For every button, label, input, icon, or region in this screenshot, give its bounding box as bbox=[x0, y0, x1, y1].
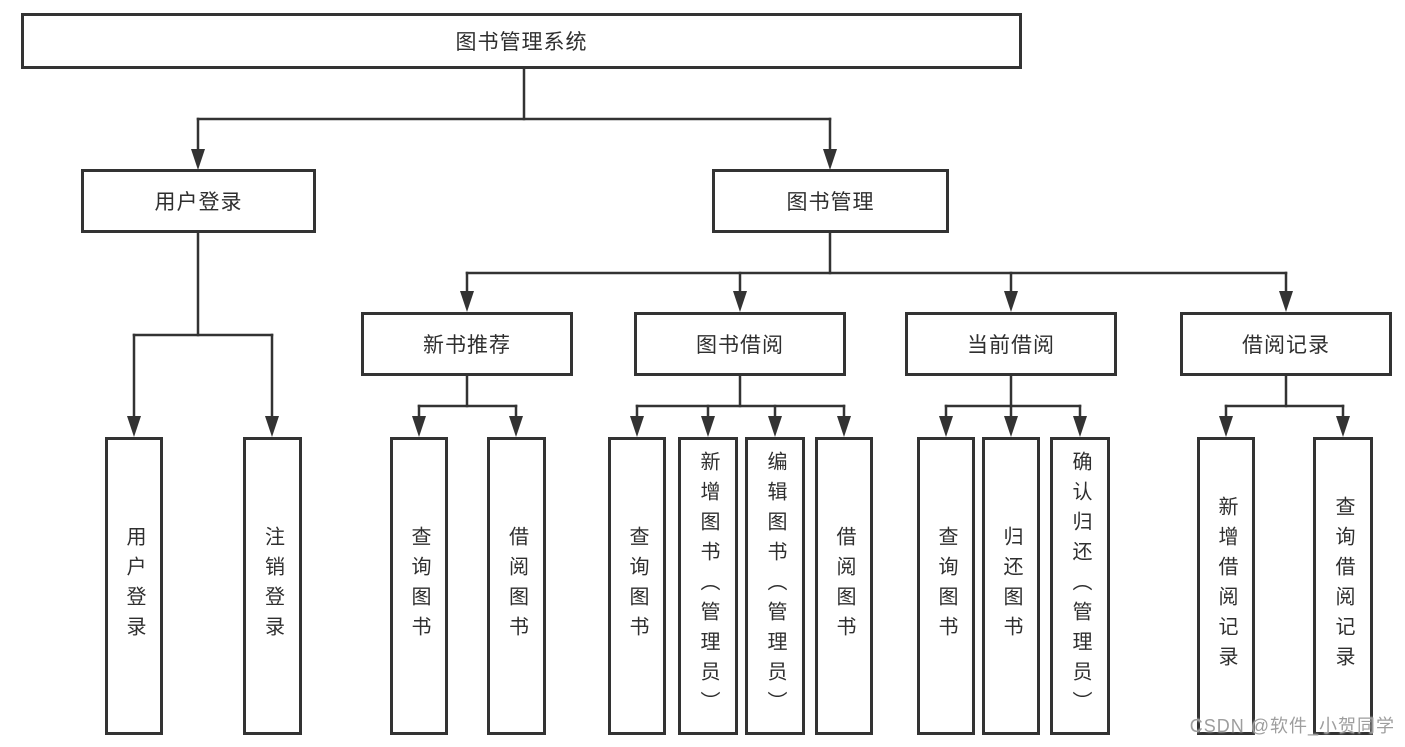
node-book-borrowing: 图书借阅 bbox=[634, 312, 846, 376]
node-user-login: 用户登录 bbox=[81, 169, 316, 233]
leaf-borrowing-add-books-admin: 新增图书（管理员） bbox=[678, 437, 738, 735]
node-current-borrowing: 当前借阅 bbox=[905, 312, 1117, 376]
leaf-logout: 注销登录 bbox=[243, 437, 302, 735]
leaf-borrowing-query-books: 查询图书 bbox=[608, 437, 666, 735]
node-label: 查询借阅记录 bbox=[1332, 496, 1354, 676]
node-label: 确认归还（管理员） bbox=[1069, 451, 1091, 721]
leaf-records-query-record: 查询借阅记录 bbox=[1313, 437, 1373, 735]
node-new-book-recommend: 新书推荐 bbox=[361, 312, 573, 376]
node-library-management-system: 图书管理系统 bbox=[21, 13, 1022, 69]
leaf-newbook-query-books: 查询图书 bbox=[390, 437, 448, 735]
node-label: 编辑图书（管理员） bbox=[764, 451, 786, 721]
node-label: 查询图书 bbox=[408, 526, 430, 646]
node-label: 归还图书 bbox=[1000, 526, 1022, 646]
leaf-current-confirm-return-admin: 确认归还（管理员） bbox=[1050, 437, 1110, 735]
node-label: 新书推荐 bbox=[423, 334, 511, 357]
node-book-management: 图书管理 bbox=[712, 169, 949, 233]
node-borrowing-records: 借阅记录 bbox=[1180, 312, 1392, 376]
node-label: 图书管理系统 bbox=[455, 31, 588, 54]
node-label: 注销登录 bbox=[261, 526, 284, 646]
leaf-newbook-borrow-books: 借阅图书 bbox=[487, 437, 546, 735]
node-label: 用户登录 bbox=[123, 526, 145, 646]
node-label: 借阅图书 bbox=[833, 526, 855, 646]
node-label: 当前借阅 bbox=[967, 334, 1055, 357]
leaf-current-query-books: 查询图书 bbox=[917, 437, 975, 735]
leaf-borrowing-edit-books-admin: 编辑图书（管理员） bbox=[745, 437, 805, 735]
node-label: 新增图书（管理员） bbox=[697, 451, 719, 721]
leaf-current-return-books: 归还图书 bbox=[982, 437, 1040, 735]
leaf-records-add-record: 新增借阅记录 bbox=[1197, 437, 1255, 735]
node-label: 新增借阅记录 bbox=[1215, 496, 1237, 676]
node-label: 用户登录 bbox=[154, 191, 243, 214]
node-label: 借阅图书 bbox=[505, 526, 528, 646]
node-label: 图书管理 bbox=[786, 191, 875, 214]
leaf-user-login: 用户登录 bbox=[105, 437, 163, 735]
leaf-borrowing-borrow-books: 借阅图书 bbox=[815, 437, 873, 735]
node-label: 查询图书 bbox=[935, 526, 957, 646]
node-label: 图书借阅 bbox=[696, 334, 784, 357]
node-label: 借阅记录 bbox=[1242, 334, 1330, 357]
node-label: 查询图书 bbox=[626, 526, 648, 646]
csdn-watermark: CSDN @软件_小贺同学 bbox=[1189, 716, 1395, 736]
